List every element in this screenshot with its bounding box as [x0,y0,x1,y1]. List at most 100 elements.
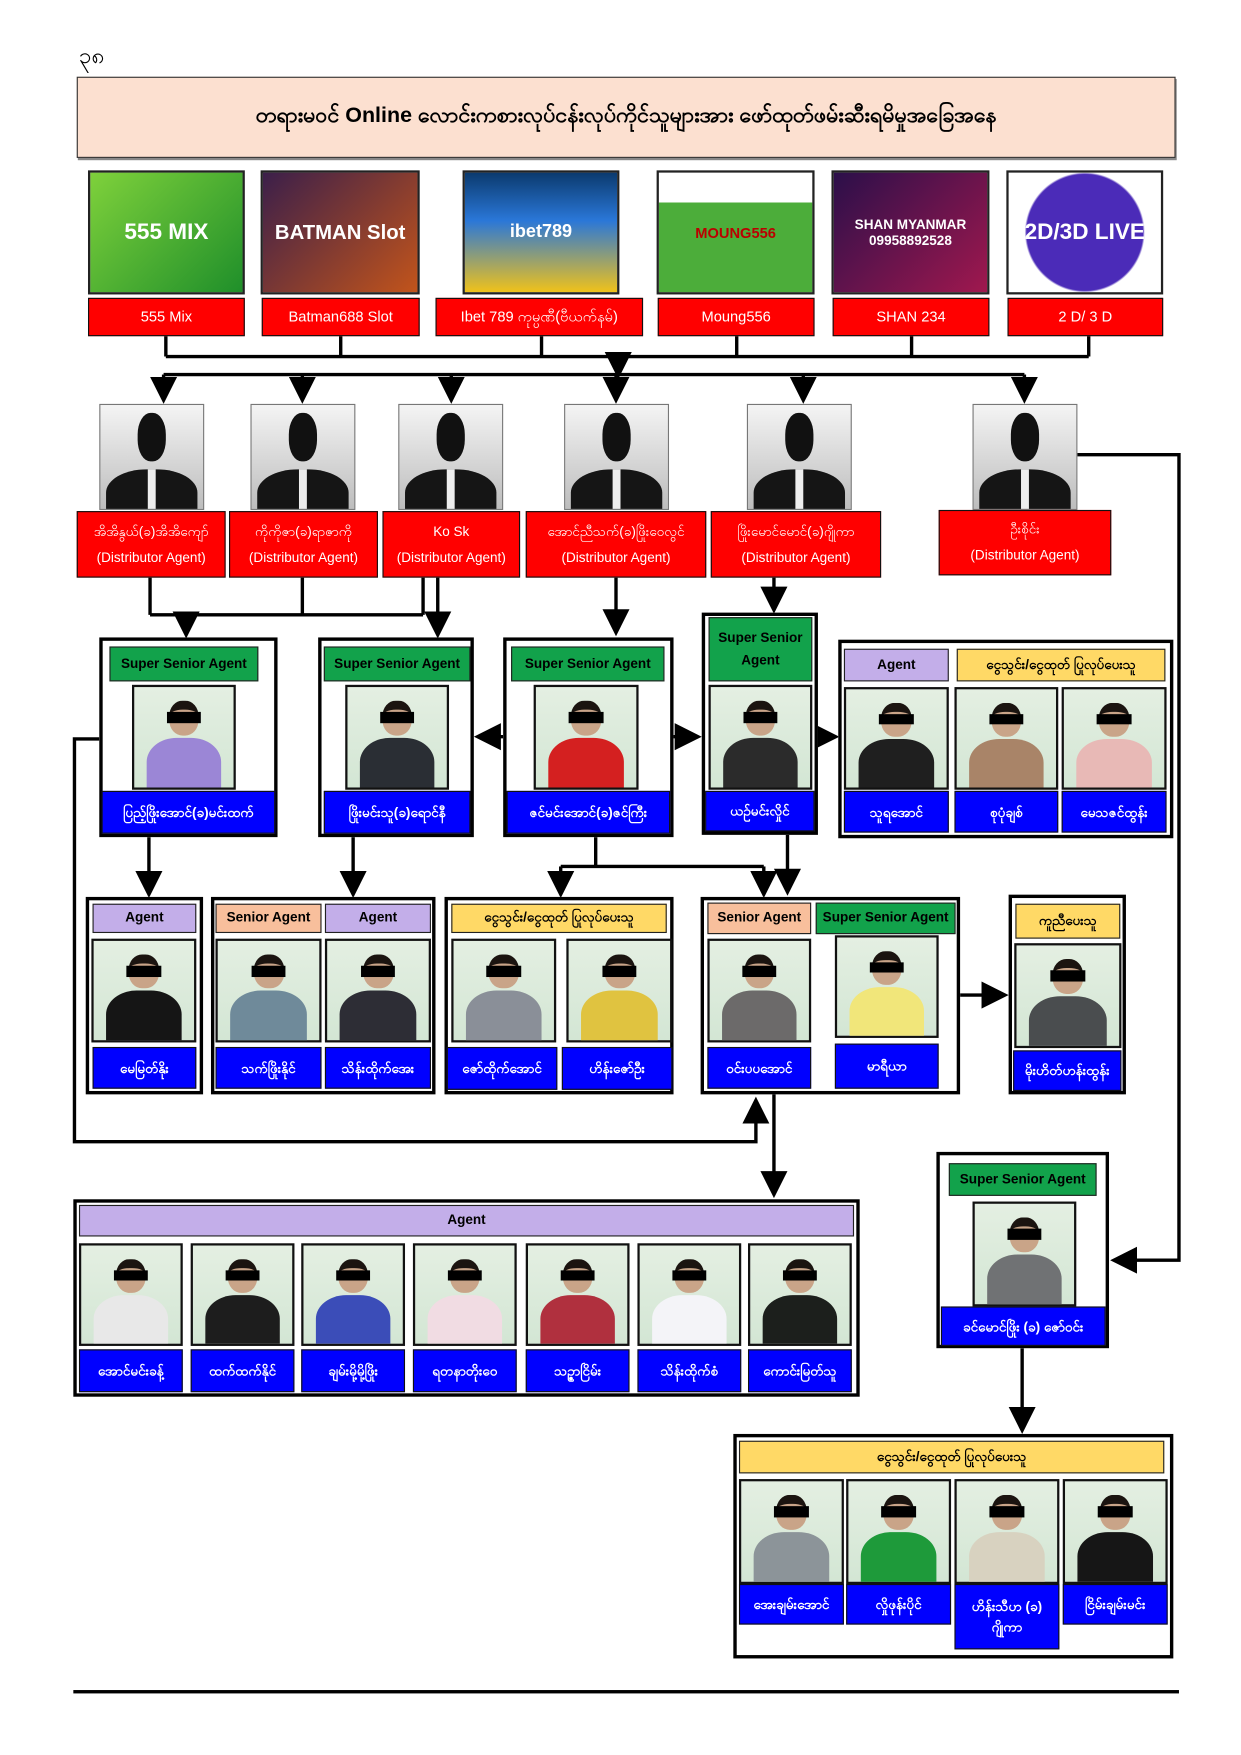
role-header-money: ငွေသွင်း/ငွေထုတ် ပြုလုပ်ပေးသူ [738,1440,1165,1474]
person-name: ဇင်မင်းအောင်(ခ)ဇင်ကြီး [506,790,671,834]
person-photo [1061,687,1167,790]
role-header-agent: Agent [78,1204,855,1237]
role-header-super-senior: Super Senior Agent [708,617,813,682]
person-name: ဝင်းပပအောင် [707,1046,812,1089]
person-photo [345,684,450,790]
person-name: ထက်ထက်နိုင် [190,1349,295,1393]
person-body [860,1531,937,1582]
face-censor-bar [360,965,396,977]
face-censor-bar [774,1506,809,1518]
person-body [339,990,417,1041]
face-censor-bar [225,1270,260,1281]
silhouette-shape [784,413,814,462]
distributor-name: ကိုကိုဇာ(ခ)ရာဇာကို [255,523,352,539]
role-header-agent: Agent [843,648,949,682]
distributor-name: Ko Sk [433,523,470,539]
person-photo [954,687,1059,790]
person-body [315,1294,391,1344]
face-censor-bar [602,965,637,977]
page-number: ၃၈ [78,43,105,69]
silhouette-shape [1010,413,1040,462]
person-body [359,737,435,788]
person-body [465,990,542,1041]
distributor-card: ဦးစိုင်း(Distributor Agent) [938,509,1112,576]
person-photo [738,1479,844,1584]
face-censor-bar [989,1506,1024,1518]
silhouette-avatar [564,403,670,510]
distributor-card: Ko Sk (Distributor Agent) [382,511,521,578]
face-censor-bar [879,713,914,725]
platform-label: 2 D/ 3 D [1007,297,1164,337]
person-body [580,990,658,1041]
role-header-senior: Senior Agent [707,902,812,935]
silhouette-avatar [398,403,504,510]
face-censor-bar [113,1270,148,1281]
person-name: ဖြိုးမင်းသူ(ခ)ရောင်နီ [323,790,471,834]
distributor-role: (Distributor Agent) [248,548,359,565]
platform-logo: SHAN MYANMAR 09958892528 [831,170,990,295]
role-header-agent: Agent [92,903,197,934]
face-censor-bar [742,965,777,977]
role-header-super-senior: Super Senior Agent [948,1163,1097,1196]
role-header-super-senior: Super Senior Agent [815,902,956,935]
silhouette-shape [612,469,621,509]
distributor-card: ဖြိုးမောင်မောင်(ခ)ဂျိုကာ(Distributor Age… [710,511,882,578]
distributor-card: အိအိနွယ်(ခ)အိအိကျော် (Distributor Agent) [76,511,226,578]
face-censor-bar [881,1506,916,1518]
face-censor-bar [1097,713,1132,725]
person-photo [91,938,197,1043]
distributor-name: အိအိနွယ်(ခ)အိအိကျော် [93,523,209,539]
distributor-role: (Distributor Agent) [561,548,671,565]
person-body [651,1294,728,1344]
role-header-senior: Senior Agent [215,903,322,934]
distributor-role: (Distributor Agent) [96,548,206,565]
person-body [1077,1531,1154,1582]
person-photo [324,938,431,1043]
silhouette-shape [147,469,156,509]
person-body [762,1294,838,1344]
connector [72,737,770,1144]
person-name: စုပုံချစ် [954,790,1059,833]
person-photo [533,684,639,790]
face-censor-bar [1050,970,1086,982]
person-photo [846,1479,952,1584]
silhouette-shape [436,413,466,462]
distributor-role: (Distributor Agent) [970,547,1080,563]
platform-label: Moung556 [657,297,815,337]
person-body [539,1294,616,1344]
person-photo [972,1201,1077,1307]
person-photo [1014,943,1122,1049]
person-name: မာရီယာ [834,1043,939,1089]
connector [1077,452,1181,1274]
footer-divider [73,1690,1179,1694]
face-censor-bar [989,713,1024,725]
person-body [858,738,935,788]
person-photo [412,1243,517,1346]
person-body [93,1294,169,1344]
platform-label: SHAN 234 [832,297,990,337]
face-censor-bar [336,1270,370,1281]
person-body [204,1294,281,1344]
silhouette-avatar [99,403,205,510]
platform-logo: MOUNG556 [656,170,815,295]
person-name: ပြည့်ဖြိုးအောင်(ခ)မင်းထက် [101,790,276,834]
role-header-super-senior: Super Senior Agent [109,646,259,682]
person-photo [190,1243,295,1346]
person-photo [747,1243,852,1346]
face-censor-bar [569,712,604,724]
silhouette-avatar [746,403,852,510]
person-name: ငြိမ်းချမ်းမင်း [1062,1583,1168,1625]
person-name: သူရအောင် [843,790,949,833]
silhouette-shape [1020,469,1030,509]
distributor-role: (Distributor Agent) [396,548,506,565]
person-photo [834,935,939,1038]
distributor-card: ကိုကိုဇာ(ခ)ရာဇာကို (Distributor Agent) [229,511,378,578]
role-header-super-senior: Super Senior Agent [323,646,471,682]
person-body [986,1253,1063,1305]
person-photo [637,1243,742,1346]
person-name: သက်ဖြိုးနိုင် [215,1046,322,1089]
person-name: အောင်မင်းခန့် [78,1349,183,1393]
role-header-helper: ကူညီပေးသူ [1015,903,1121,939]
person-name: လှိုဖုန်းပိုင် [846,1583,952,1625]
